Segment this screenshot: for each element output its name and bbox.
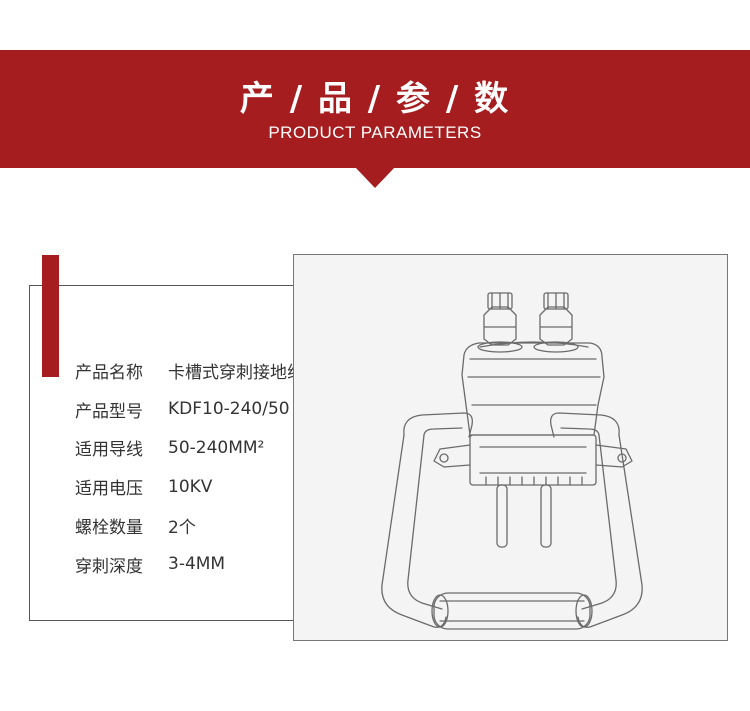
page-subtitle: PRODUCT PARAMETERS <box>268 123 482 142</box>
spec-label: 适用导线 <box>75 440 143 461</box>
spec-value: KDF10-240/50 <box>168 399 290 420</box>
spec-box <box>29 285 331 621</box>
spec-value: 3-4MM <box>168 554 226 575</box>
spec-label: 产品名称 <box>75 362 143 383</box>
spec-label: 适用电压 <box>75 479 143 500</box>
spec-label: 产品型号 <box>75 401 143 422</box>
spec-label: 螺栓数量 <box>75 518 143 539</box>
red-accent-bar <box>42 255 59 377</box>
spec-row-depth: 穿刺深度 3-4MM <box>75 545 321 584</box>
spec-value: 50-240MM² <box>168 437 265 458</box>
spec-row-voltage: 适用电压 10KV <box>75 467 321 506</box>
spec-value: 卡槽式穿刺接地线夹 <box>168 362 321 383</box>
spec-value: 2个 <box>168 518 196 539</box>
spec-row-model: 产品型号 KDF10-240/50 <box>75 390 321 429</box>
spec-row-name: 产品名称 卡槽式穿刺接地线夹 <box>75 351 321 390</box>
spec-value: 10KV <box>168 476 213 497</box>
spec-label: 穿刺深度 <box>75 556 143 577</box>
clamp-sketch-icon <box>381 292 643 630</box>
spec-row-conductor: 适用导线 50-240MM² <box>75 429 321 468</box>
spec-list: 产品名称 卡槽式穿刺接地线夹 产品型号 KDF10-240/50 适用导线 50… <box>75 351 321 584</box>
page-title: 产 / 品 / 参 / 数 <box>239 79 511 119</box>
header-notch <box>355 167 395 188</box>
spec-row-bolts: 螺栓数量 2个 <box>75 506 321 545</box>
product-image <box>293 254 728 641</box>
header-band <box>0 50 750 168</box>
